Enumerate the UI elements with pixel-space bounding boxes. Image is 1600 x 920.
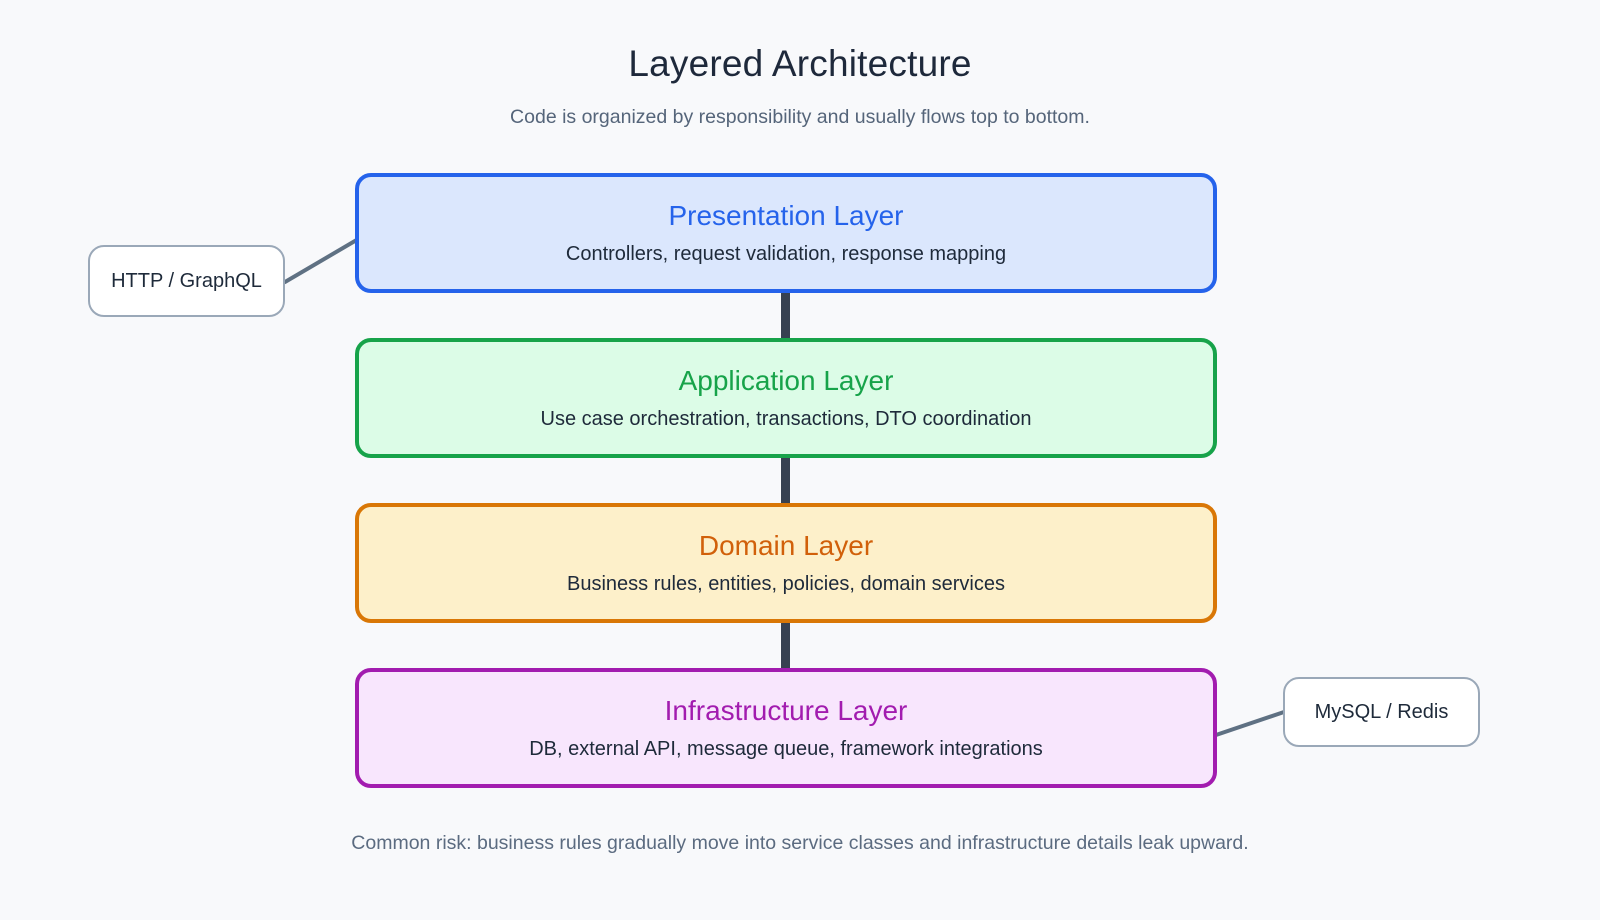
callout-http-graphql[interactable]: HTTP / GraphQL [88, 245, 285, 317]
layer-box-domain[interactable]: Domain Layer Business rules, entities, p… [355, 503, 1217, 623]
layer-stack: Presentation Layer Controllers, request … [355, 173, 1217, 788]
leader-line-http-graphql [283, 236, 362, 284]
callout-datastore[interactable]: MySQL / Redis [1283, 677, 1480, 747]
page-title: Layered Architecture [628, 43, 972, 84]
layer-title-infrastructure: Infrastructure Layer [664, 695, 908, 727]
page-subtitle: Code is organized by responsibility and … [510, 106, 1090, 128]
layer-title-presentation: Presentation Layer [668, 200, 904, 232]
layer-title-domain: Domain Layer [698, 530, 874, 562]
layer-title-application: Application Layer [678, 365, 894, 397]
callout-datastore-label: MySQL / Redis [1314, 700, 1449, 723]
layer-description-presentation: Controllers, request validation, respons… [565, 242, 1007, 265]
layer-description-application: Use case orchestration, transactions, DT… [540, 407, 1032, 430]
callout-http-graphql-label: HTTP / GraphQL [111, 269, 262, 292]
layer-description-infrastructure: DB, external API, message queue, framewo… [529, 737, 1043, 760]
layer-description-domain: Business rules, entities, policies, doma… [567, 572, 1005, 595]
layer-box-infrastructure[interactable]: Infrastructure Layer DB, external API, m… [355, 668, 1217, 788]
layer-box-application[interactable]: Application Layer Use case orchestration… [355, 338, 1217, 458]
layer-box-presentation[interactable]: Presentation Layer Controllers, request … [355, 173, 1217, 293]
leader-line-datastore [1211, 710, 1286, 738]
footer-note: Common risk: business rules gradually mo… [351, 832, 1249, 854]
